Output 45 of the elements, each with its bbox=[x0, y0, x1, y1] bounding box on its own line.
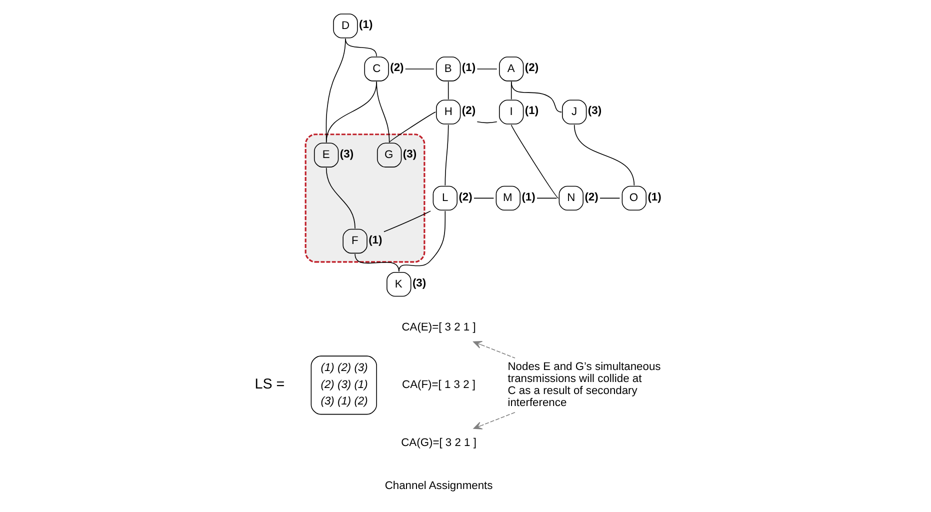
cluster bbox=[304, 134, 426, 263]
label: (2) (3) (1) bbox=[320, 378, 368, 391]
connector bbox=[600, 198, 620, 199]
node-label: (2) bbox=[462, 105, 476, 118]
node-label: (2) bbox=[390, 62, 404, 74]
node-label: (3) bbox=[588, 105, 602, 118]
connector bbox=[398, 210, 446, 272]
node-label: (1) bbox=[368, 234, 382, 246]
node-text: CA(F)=[ 1 3 2 ] bbox=[402, 379, 476, 392]
connector bbox=[510, 124, 559, 199]
connector bbox=[448, 81, 449, 100]
node-label: (1) bbox=[462, 62, 476, 74]
connector bbox=[476, 68, 498, 70]
node-label: (1) bbox=[524, 105, 539, 118]
node-label: (3) bbox=[340, 148, 354, 160]
connector bbox=[345, 38, 377, 57]
connector bbox=[388, 112, 436, 143]
connector bbox=[536, 198, 558, 199]
node-label: (1) bbox=[359, 19, 373, 32]
node-label: (3) bbox=[412, 277, 426, 290]
label: (3) (1) (2) bbox=[320, 395, 368, 408]
connector bbox=[404, 68, 434, 70]
connector bbox=[510, 81, 562, 112]
node-text: CA(G)=[ 3 2 1 ] bbox=[401, 436, 476, 449]
connector bbox=[354, 254, 400, 272]
connector bbox=[326, 167, 356, 229]
connector bbox=[376, 81, 390, 143]
node-text: Nodes E and G’s simultaneous transmissions will collide at C as a result of secondary interference bbox=[508, 361, 661, 410]
connector bbox=[474, 198, 494, 199]
connector bbox=[476, 121, 498, 124]
arrow bbox=[473, 412, 516, 430]
label: LS = bbox=[254, 376, 285, 393]
node-label: (1) bbox=[522, 191, 536, 204]
node-label: (3) bbox=[402, 148, 417, 160]
arrow bbox=[473, 340, 516, 358]
node-label: (1) bbox=[648, 191, 662, 204]
label: Channel Assignments bbox=[384, 480, 493, 492]
connector bbox=[574, 124, 635, 186]
node-label: (2) bbox=[458, 191, 472, 204]
connector bbox=[384, 210, 431, 232]
label: (1) (2) (3) bbox=[320, 362, 368, 374]
node-text: CA(E)=[ 3 2 1 ] bbox=[402, 321, 476, 334]
node-label: (2) bbox=[524, 62, 539, 74]
node-label: (2) bbox=[584, 191, 598, 204]
connector bbox=[444, 124, 449, 186]
